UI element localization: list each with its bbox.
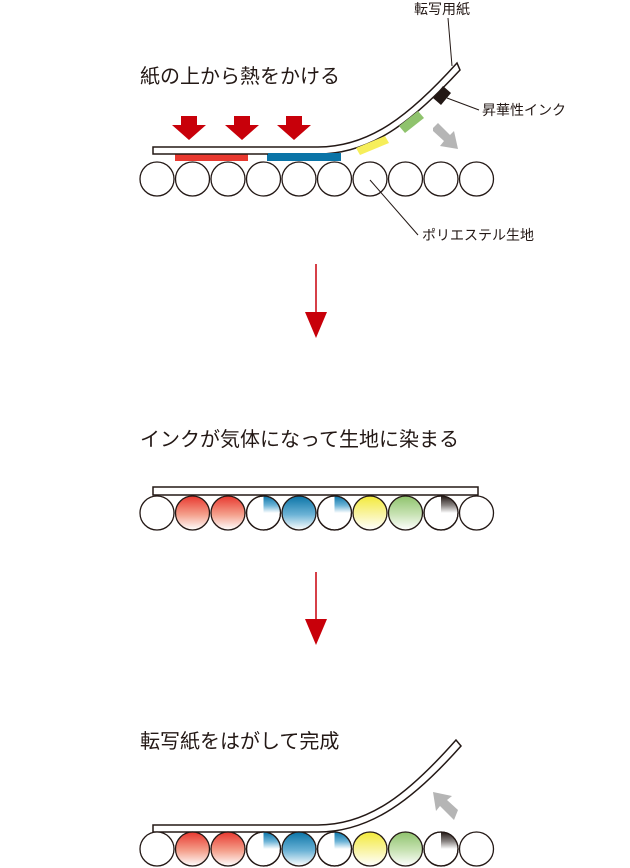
fabric-fiber xyxy=(387,161,424,197)
heat-arrow-icon xyxy=(225,116,259,140)
transfer-paper-peeling xyxy=(152,738,462,833)
fabric-fiber xyxy=(174,161,211,197)
fabric-fiber-dyed xyxy=(174,831,211,867)
step-3: 転写紙をはがして完成 xyxy=(139,729,495,867)
fabric-fiber-outline xyxy=(423,831,459,867)
step-1-title: 紙の上から熱をかける xyxy=(140,64,340,88)
fabric-fiber xyxy=(245,161,282,197)
fabric-fiber xyxy=(139,161,175,197)
transfer-paper xyxy=(152,61,461,155)
leader-line xyxy=(447,17,453,67)
fabric-fiber-dyed xyxy=(387,831,424,867)
heat-arrow-icon xyxy=(172,116,206,140)
heat-arrow-icon xyxy=(277,116,311,140)
green-ink xyxy=(399,111,424,133)
fabric-row-3 xyxy=(139,831,495,867)
fabric-fiber-outline xyxy=(423,495,459,531)
heat-arrows xyxy=(172,116,311,140)
transfer-paper xyxy=(152,486,479,496)
step-2: インクが気体になって生地に染まる xyxy=(139,427,495,531)
dye-fill xyxy=(441,832,458,849)
fabric-fiber-dyed xyxy=(387,495,424,531)
fabric-fiber-dyed xyxy=(352,831,388,867)
polyester-fabric-label: ポリエステル生地 xyxy=(422,228,534,244)
fabric-fiber-outline xyxy=(316,831,353,867)
peel-direction-arrow-icon xyxy=(433,123,458,149)
leader-line xyxy=(446,97,480,111)
fabric-fiber xyxy=(458,161,495,197)
fabric-fiber-dyed xyxy=(174,495,211,531)
fabric-fiber xyxy=(316,161,353,197)
black-ink xyxy=(433,86,451,105)
fabric-fiber xyxy=(139,831,175,867)
yellow-ink xyxy=(356,136,389,155)
flow-arrow-2 xyxy=(305,572,327,645)
fabric-fiber xyxy=(210,161,246,197)
transfer-paper-label: 転写用紙 xyxy=(414,2,470,18)
fabric-fiber-outline xyxy=(316,495,353,531)
step-3-title: 転写紙をはがして完成 xyxy=(140,729,339,753)
blue-ink-curve xyxy=(268,153,340,160)
fabric-fiber xyxy=(458,831,495,867)
step-2-title: インクが気体になって生地に染まる xyxy=(140,427,459,451)
flow-arrow-1 xyxy=(305,264,327,338)
fabric-fiber xyxy=(458,495,495,531)
fabric-row-1 xyxy=(139,161,495,197)
fabric-fiber xyxy=(281,161,317,197)
step-1: 紙の上から熱をかける 転写用紙 昇華性インク ポリエステル生地 xyxy=(139,2,566,244)
fabric-fiber xyxy=(423,161,459,197)
fabric-fiber-dyed xyxy=(210,495,246,531)
fabric-fiber-dyed xyxy=(281,495,317,531)
dye-fill xyxy=(263,496,281,513)
fabric-fiber xyxy=(139,495,175,531)
fabric-fiber xyxy=(352,161,388,197)
fabric-fiber-dyed xyxy=(352,495,388,531)
fabric-fiber-dyed xyxy=(210,831,246,867)
fabric-fiber-dyed xyxy=(281,831,317,867)
fabric-fiber-outline xyxy=(245,495,282,531)
down-arrow-icon xyxy=(305,619,327,645)
dye-fill xyxy=(263,832,281,849)
fabric-fiber-outline xyxy=(245,831,282,867)
peel-arrow-icon xyxy=(433,792,458,820)
fabric-row-2 xyxy=(139,495,495,531)
sublimation-ink-label: 昇華性インク xyxy=(482,103,566,119)
dye-fill xyxy=(334,832,352,849)
dye-fill xyxy=(334,496,352,513)
red-ink-strip xyxy=(175,153,248,161)
dye-fill xyxy=(441,496,458,513)
leader-line xyxy=(369,179,419,236)
down-arrow-icon xyxy=(305,312,327,338)
